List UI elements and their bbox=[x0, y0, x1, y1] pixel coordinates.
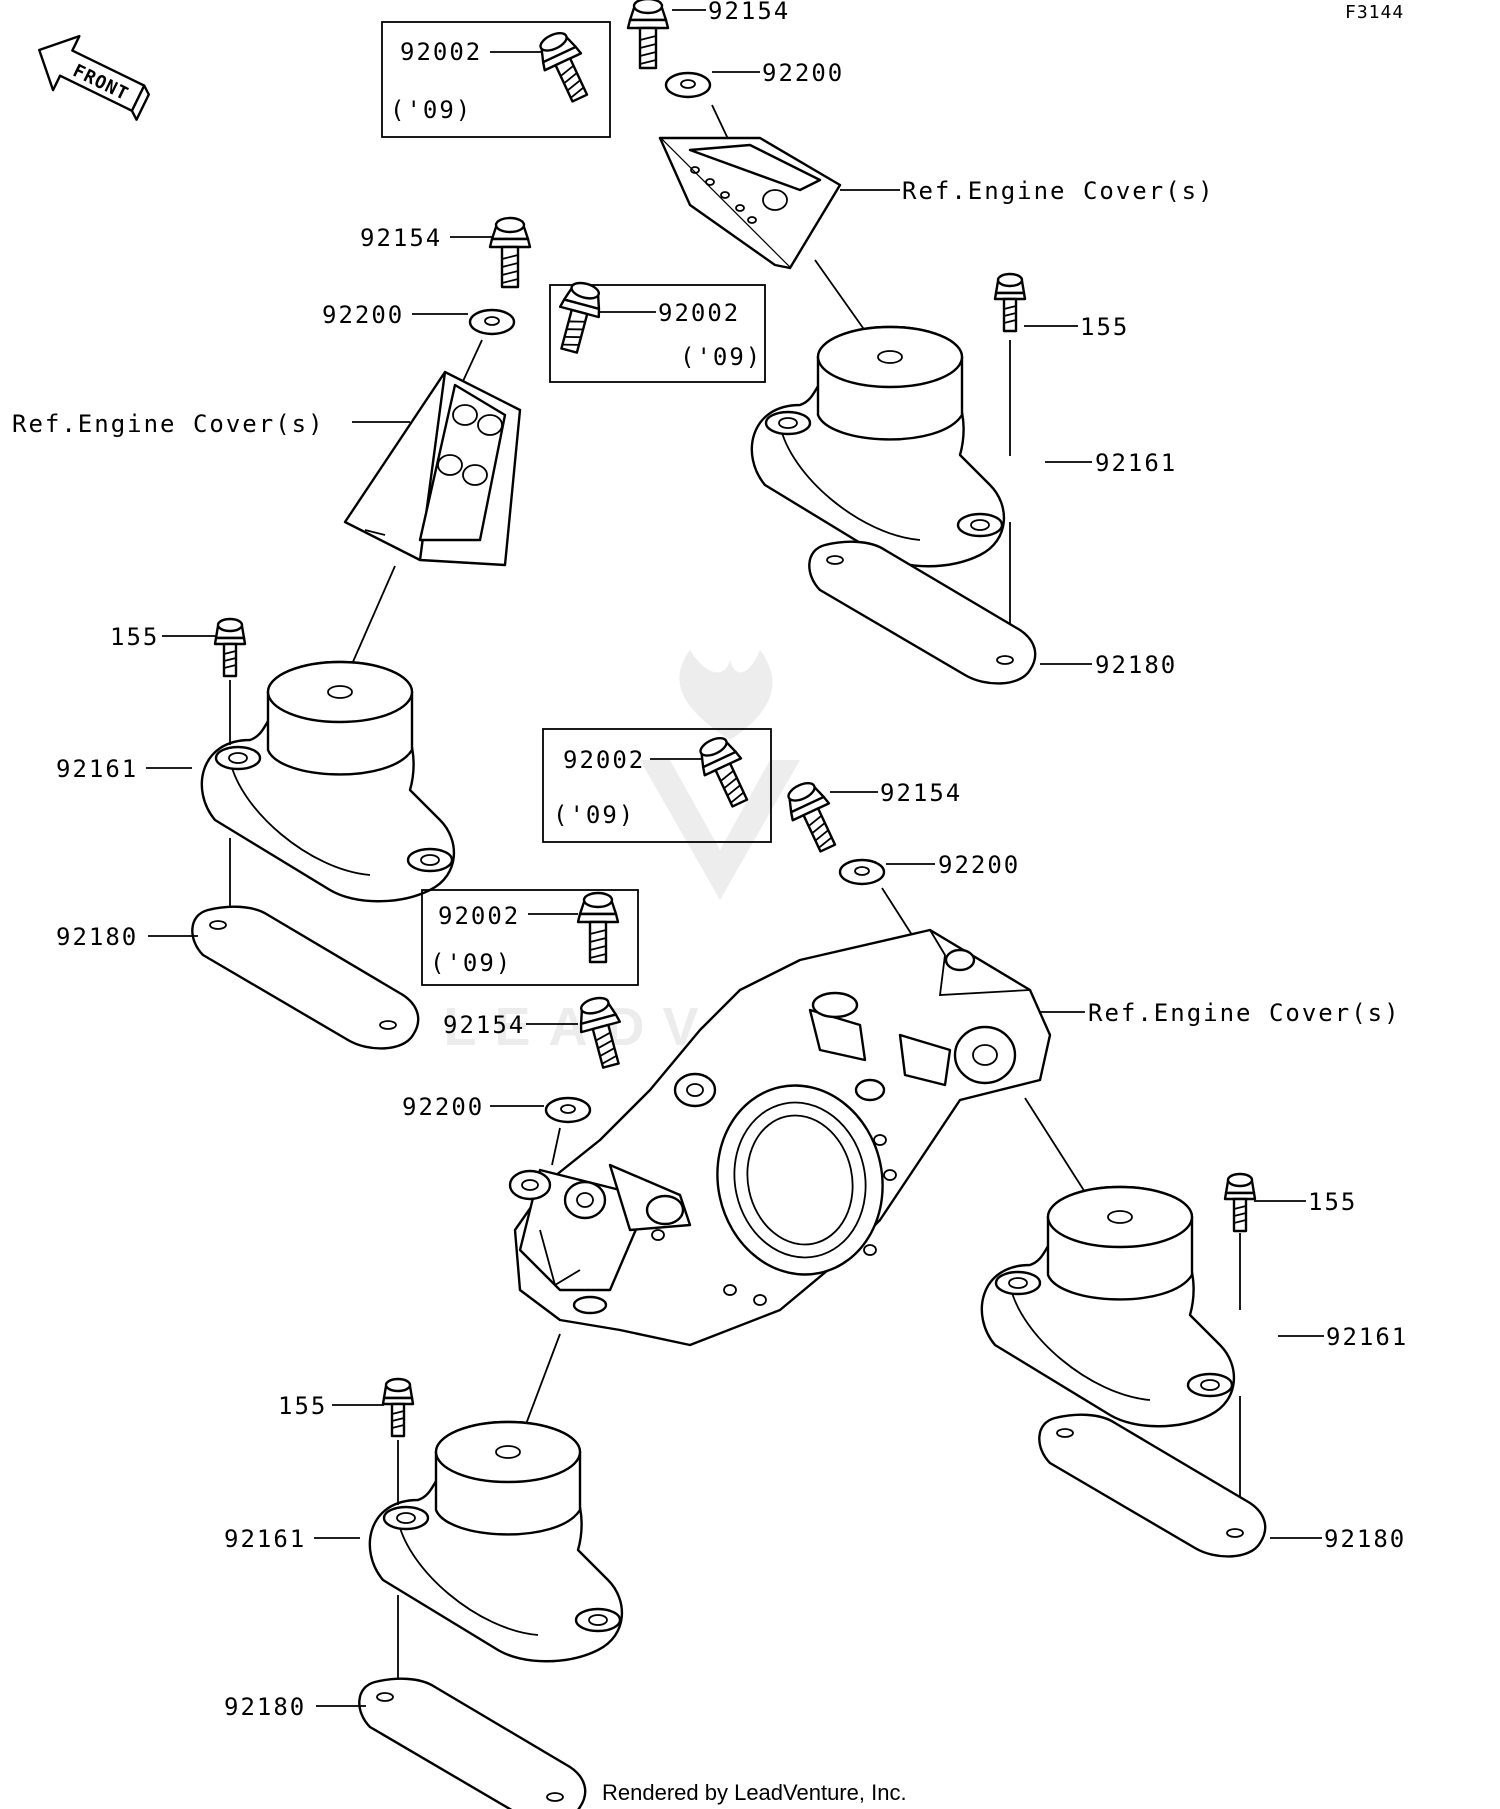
box3-part: 92002 bbox=[563, 746, 645, 774]
callout-ref-left: Ref.Engine Cover(s) bbox=[12, 410, 325, 438]
callout-washer-center-left: 92200 bbox=[402, 1093, 484, 1121]
washer-icon bbox=[664, 71, 712, 99]
top-right-assembly: 92154 92200 Ref.Engine Cover(s) 155 9216… bbox=[626, 0, 1215, 685]
washer-icon bbox=[544, 1096, 592, 1124]
callout-screw-left-upper: 155 bbox=[110, 623, 159, 651]
bolt-icon bbox=[531, 25, 600, 108]
box1-part: 92002 bbox=[400, 38, 482, 66]
callout-box-3: 92002 ('09) bbox=[542, 728, 772, 843]
callout-box-4: 92002 ('09) bbox=[421, 889, 639, 986]
box2-year: ('09) bbox=[680, 343, 762, 371]
callout-bolt-left: 92154 bbox=[360, 224, 442, 252]
callout-mount-right-upper: 92161 bbox=[1095, 449, 1177, 477]
engine-bracket-icon bbox=[658, 136, 842, 270]
box4-part: 92002 bbox=[438, 902, 520, 930]
callout-box-1: 92002 ('09) bbox=[381, 21, 611, 138]
callout-bolt-center: 92154 bbox=[880, 779, 962, 807]
screw-icon bbox=[1223, 1172, 1257, 1233]
callout-screw-left-lower: 155 bbox=[278, 1392, 327, 1420]
callout-washer-top: 92200 bbox=[762, 59, 844, 87]
callout-bolt-center-left: 92154 bbox=[443, 1011, 525, 1039]
callout-gasket-left-upper: 92180 bbox=[56, 923, 138, 951]
render-credit: Rendered by LeadVenture, Inc. bbox=[602, 1780, 907, 1805]
front-arrow: FRONT bbox=[38, 34, 150, 121]
engine-mount-icon bbox=[750, 325, 1006, 568]
engine-mount-icon bbox=[368, 1420, 624, 1663]
engine-bracket-icon bbox=[343, 370, 522, 567]
callout-bolt-top: 92154 bbox=[708, 0, 790, 25]
screw-icon bbox=[381, 1377, 415, 1438]
callout-washer-center: 92200 bbox=[938, 851, 1020, 879]
flange-bolt-icon bbox=[779, 775, 848, 858]
washer-icon bbox=[838, 858, 886, 886]
callout-gasket-left-lower: 92180 bbox=[224, 1693, 306, 1721]
callout-screw-right-lower: 155 bbox=[1308, 1188, 1357, 1216]
box2-part: 92002 bbox=[658, 299, 740, 327]
left-upper-assembly: 92154 92200 Ref.Engine Cover(s) 155 9216… bbox=[12, 216, 532, 1050]
screw-icon bbox=[993, 272, 1027, 333]
callout-box-2: 92002 ('09) bbox=[548, 277, 766, 383]
callout-ref-center: Ref.Engine Cover(s) bbox=[1088, 999, 1401, 1027]
callout-ref-top: Ref.Engine Cover(s) bbox=[902, 177, 1215, 205]
gasket-icon bbox=[1038, 1413, 1267, 1558]
callout-mount-right-lower: 92161 bbox=[1326, 1323, 1408, 1351]
figure-code: F3144 bbox=[1345, 2, 1404, 23]
flange-bolt-icon bbox=[626, 0, 670, 70]
gasket-icon bbox=[191, 905, 420, 1050]
center-assembly: 92154 92200 92154 92200 bbox=[224, 775, 1408, 1809]
engine-mount-icon bbox=[200, 660, 456, 903]
callout-mount-left-lower: 92161 bbox=[224, 1525, 306, 1553]
flange-bolt-icon bbox=[488, 216, 532, 289]
callout-gasket-right-lower: 92180 bbox=[1324, 1525, 1406, 1553]
engine-mount-icon bbox=[980, 1185, 1236, 1428]
box4-year: ('09) bbox=[430, 949, 512, 977]
box3-year: ('09) bbox=[553, 801, 635, 829]
box1-year: ('09) bbox=[390, 96, 472, 124]
callout-washer-left: 92200 bbox=[322, 301, 404, 329]
callout-gasket-right-upper: 92180 bbox=[1095, 651, 1177, 679]
bolt-icon bbox=[691, 730, 760, 813]
gasket-icon bbox=[358, 1677, 587, 1809]
screw-icon bbox=[213, 617, 247, 678]
callout-screw-right-upper: 155 bbox=[1080, 313, 1129, 341]
bolt-icon bbox=[576, 891, 620, 964]
engine-cover-icon bbox=[508, 928, 1052, 1347]
bolt-icon bbox=[548, 277, 608, 357]
washer-icon bbox=[468, 308, 516, 336]
callout-mount-left-upper: 92161 bbox=[56, 755, 138, 783]
